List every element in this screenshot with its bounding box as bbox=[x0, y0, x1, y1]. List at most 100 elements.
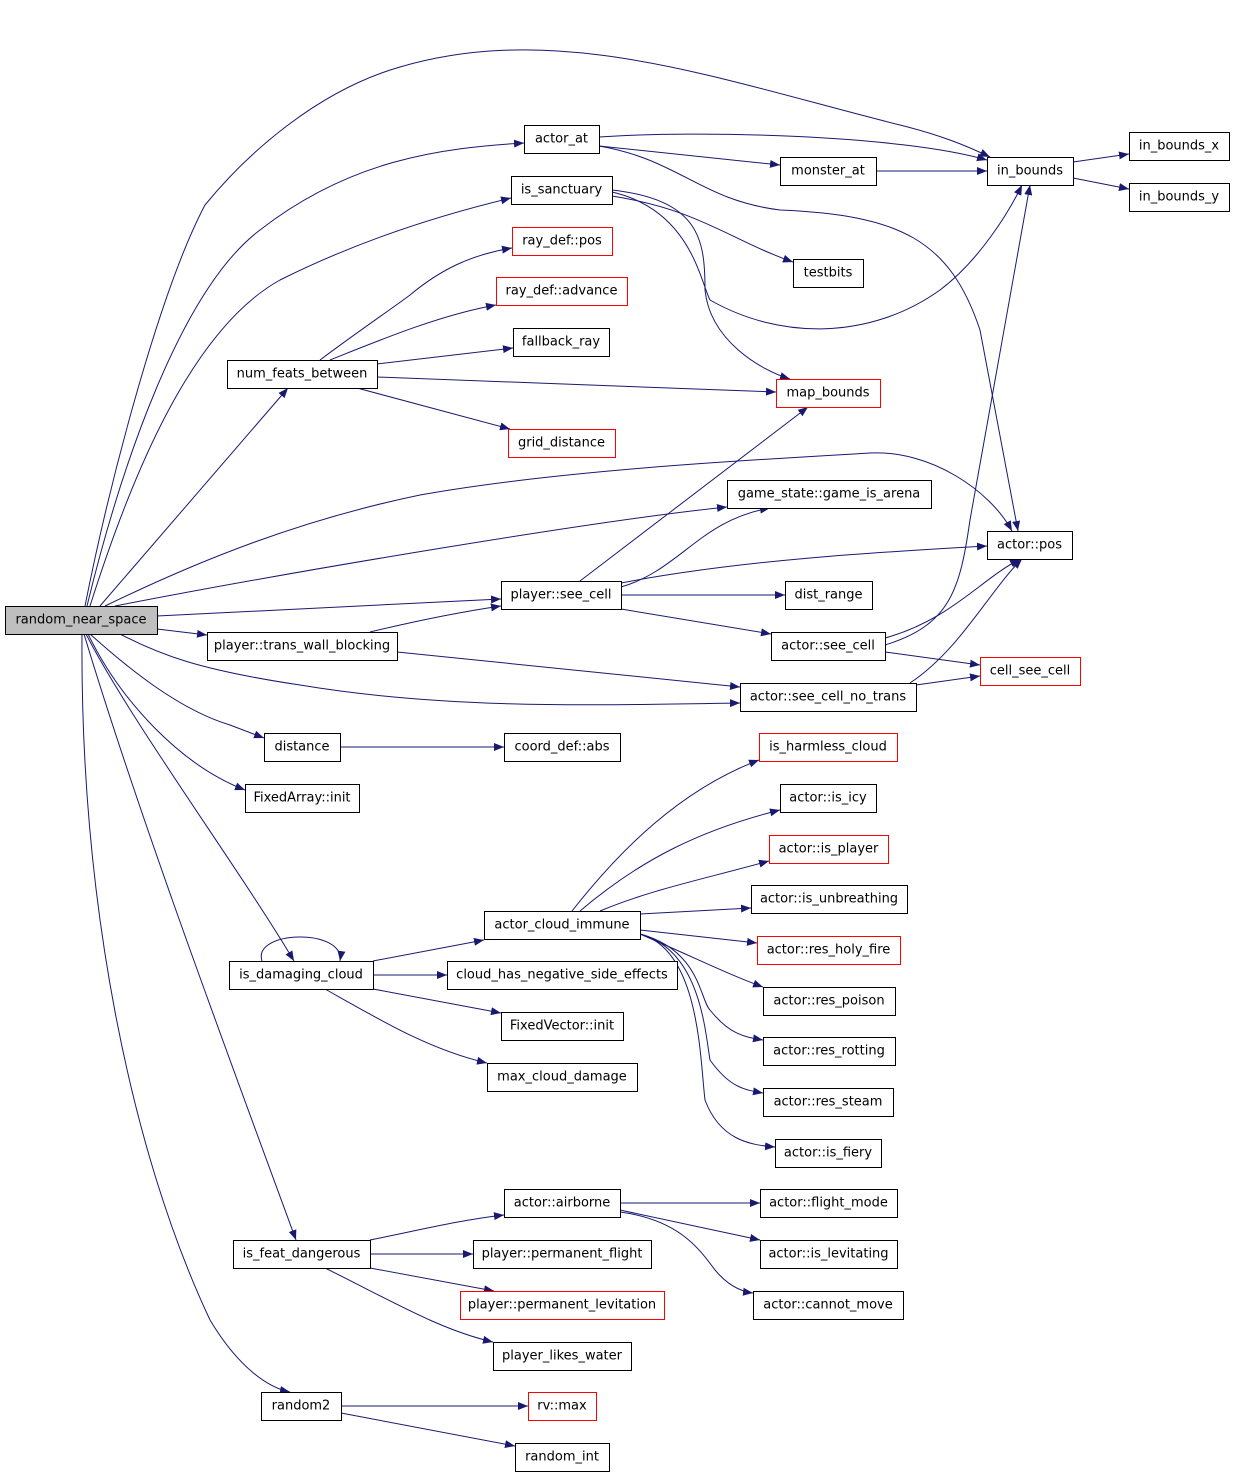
node-num-feats-between[interactable]: num_feats_between bbox=[227, 360, 378, 389]
node-label: actor::res_poison bbox=[773, 994, 884, 1009]
node-is-feat-dangerous[interactable]: is_feat_dangerous bbox=[233, 1240, 371, 1269]
node-box bbox=[760, 1189, 898, 1218]
node-permanent-levitation[interactable]: player::permanent_levitation bbox=[460, 1291, 665, 1320]
edge-actor_cloud_immune-res_rotting bbox=[639, 933, 764, 1043]
node-player-see-cell[interactable]: player::see_cell bbox=[501, 581, 622, 610]
node-map-bounds[interactable]: map_bounds bbox=[776, 379, 881, 408]
node-is-damaging-cloud[interactable]: is_damaging_cloud bbox=[229, 961, 374, 990]
node-airborne[interactable]: actor::airborne bbox=[504, 1189, 621, 1218]
node-label: actor::airborne bbox=[514, 1196, 611, 1211]
node-box bbox=[233, 1240, 371, 1269]
node-dist-range[interactable]: dist_range bbox=[785, 581, 873, 610]
node-label: actor::is_levitating bbox=[768, 1247, 888, 1262]
node-cannot-move[interactable]: actor::cannot_move bbox=[753, 1291, 904, 1320]
node-res-poison[interactable]: actor::res_poison bbox=[763, 987, 896, 1016]
node-label: grid_distance bbox=[518, 436, 605, 451]
node-testbits[interactable]: testbits bbox=[793, 259, 864, 288]
edge-num_feats_between-grid_distance bbox=[356, 387, 511, 431]
edge-actor_see_cell-cell_see_cell bbox=[884, 651, 981, 668]
node-ray-def-pos[interactable]: ray_def::pos bbox=[512, 227, 613, 256]
node-actor-at[interactable]: actor_at bbox=[524, 125, 600, 154]
node-label: testbits bbox=[804, 266, 853, 281]
edge-is_damaging_cloud-max_cloud_damage bbox=[324, 988, 488, 1065]
node-label: ray_def::advance bbox=[506, 284, 618, 299]
edge-actor_cloud_immune-is_icy bbox=[579, 808, 781, 912]
edge-random_near_space-in_bounds bbox=[84, 49, 991, 607]
node-random-int[interactable]: random_int bbox=[515, 1443, 610, 1472]
edge-num_feats_between-ray_def_pos bbox=[319, 245, 513, 361]
node-in-bounds-x[interactable]: in_bounds_x bbox=[1129, 132, 1230, 161]
edge-actor_at-actor_pos bbox=[598, 145, 1021, 532]
node-res-holy-fire[interactable]: actor::res_holy_fire bbox=[757, 936, 901, 965]
node-random-near-space[interactable]: random_near_space bbox=[5, 606, 158, 635]
node-cell-see-cell[interactable]: cell_see_cell bbox=[980, 657, 1081, 686]
node-box bbox=[793, 259, 864, 288]
node-game-is-arena[interactable]: game_state::game_is_arena bbox=[727, 480, 932, 509]
node-actor-pos[interactable]: actor::pos bbox=[987, 531, 1073, 560]
node-coord-def-abs[interactable]: coord_def::abs bbox=[504, 733, 621, 762]
node-is-levitating[interactable]: actor::is_levitating bbox=[760, 1240, 898, 1269]
node-box bbox=[515, 1443, 610, 1472]
node-box bbox=[229, 961, 374, 990]
node-box bbox=[245, 784, 360, 813]
edge-random2-random_int bbox=[340, 1412, 516, 1449]
node-player-likes-water[interactable]: player_likes_water bbox=[493, 1342, 632, 1371]
node-box bbox=[987, 531, 1073, 560]
node-is-player[interactable]: actor::is_player bbox=[769, 835, 889, 864]
node-box bbox=[473, 1240, 652, 1269]
node-label: actor::res_steam bbox=[774, 1095, 883, 1110]
node-fixedarray-init[interactable]: FixedArray::init bbox=[245, 784, 360, 813]
node-is-fiery[interactable]: actor::is_fiery bbox=[775, 1139, 882, 1168]
edge-random_near_space-is_feat_dangerous bbox=[83, 633, 297, 1241]
node-fallback-ray[interactable]: fallback_ray bbox=[513, 328, 610, 357]
node-ray-def-advance[interactable]: ray_def::advance bbox=[496, 277, 628, 306]
node-is-unbreathing[interactable]: actor::is_unbreathing bbox=[751, 885, 908, 914]
edge-random_near_space-is_damaging_cloud bbox=[85, 633, 295, 962]
node-is-sanctuary[interactable]: is_sanctuary bbox=[511, 176, 613, 205]
node-actor-see-cell[interactable]: actor::see_cell bbox=[771, 632, 886, 661]
node-flight-mode[interactable]: actor::flight_mode bbox=[760, 1189, 898, 1218]
node-max-cloud-damage[interactable]: max_cloud_damage bbox=[487, 1063, 638, 1092]
edge-random_near_space-random2 bbox=[81, 633, 291, 1394]
node-label: random2 bbox=[272, 1399, 331, 1414]
node-box bbox=[1129, 183, 1230, 212]
node-distance[interactable]: distance bbox=[264, 733, 341, 762]
node-box bbox=[508, 429, 616, 458]
edge-in_bounds-in_bounds_y bbox=[1072, 177, 1130, 191]
node-res-rotting[interactable]: actor::res_rotting bbox=[763, 1037, 896, 1066]
node-grid-distance[interactable]: grid_distance bbox=[508, 429, 616, 458]
node-label: max_cloud_damage bbox=[497, 1070, 627, 1085]
node-actor-cloud-immune[interactable]: actor_cloud_immune bbox=[484, 911, 641, 940]
node-label: rv::max bbox=[537, 1399, 587, 1414]
edge-player_see_cell-game_is_arena bbox=[620, 505, 771, 588]
edge-is_damaging_cloud-fixedvector_init bbox=[372, 988, 502, 1016]
node-box bbox=[5, 606, 158, 635]
node-random2[interactable]: random2 bbox=[261, 1392, 342, 1421]
edge-is_feat_dangerous-airborne bbox=[369, 1212, 505, 1241]
node-cloud-neg[interactable]: cloud_has_negative_side_effects bbox=[447, 961, 678, 990]
edge-actor_at-monster_at bbox=[598, 145, 781, 168]
edge-num_feats_between-map_bounds bbox=[376, 376, 777, 396]
node-trans-wall-blocking[interactable]: player::trans_wall_blocking bbox=[207, 632, 398, 661]
node-label: actor::res_rotting bbox=[773, 1044, 885, 1059]
edge-actor_see_cell-in_bounds bbox=[884, 184, 1033, 646]
node-monster-at[interactable]: monster_at bbox=[780, 157, 877, 186]
node-in-bounds[interactable]: in_bounds bbox=[987, 157, 1074, 186]
node-label: actor::see_cell_no_trans bbox=[750, 690, 907, 705]
node-in-bounds-y[interactable]: in_bounds_y bbox=[1129, 183, 1230, 212]
node-see-cell-no-trans[interactable]: actor::see_cell_no_trans bbox=[740, 683, 917, 712]
node-label: player::permanent_levitation bbox=[468, 1298, 656, 1313]
node-box bbox=[496, 277, 628, 306]
edge-random_near_space-num_feats_between bbox=[99, 387, 289, 607]
edge-random_near_space-game_is_arena bbox=[114, 504, 728, 607]
node-fixedvector-init[interactable]: FixedVector::init bbox=[501, 1012, 624, 1041]
node-res-steam[interactable]: actor::res_steam bbox=[763, 1088, 894, 1117]
node-permanent-flight[interactable]: player::permanent_flight bbox=[473, 1240, 652, 1269]
node-rv-max[interactable]: rv::max bbox=[528, 1392, 597, 1421]
node-label: random_near_space bbox=[15, 613, 146, 628]
edge-actor_cloud_immune-is_unbreathing bbox=[639, 904, 752, 915]
node-is-harmless-cloud[interactable]: is_harmless_cloud bbox=[759, 733, 898, 762]
node-box bbox=[528, 1392, 597, 1421]
node-is-icy[interactable]: actor::is_icy bbox=[780, 784, 877, 813]
node-label: in_bounds_x bbox=[1139, 139, 1220, 154]
